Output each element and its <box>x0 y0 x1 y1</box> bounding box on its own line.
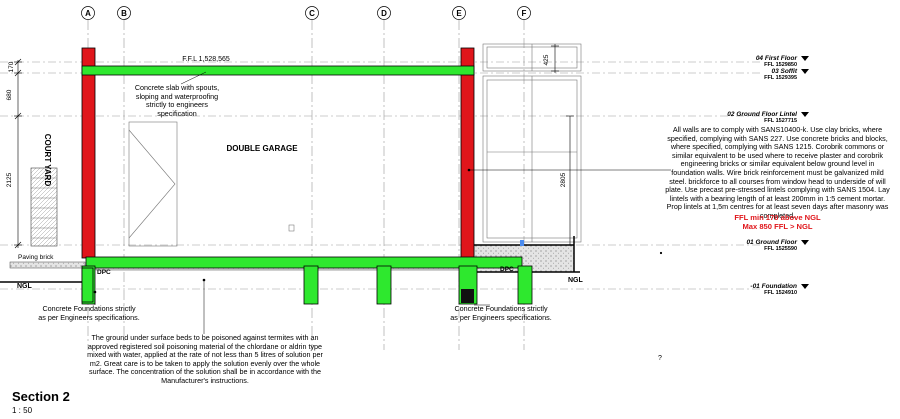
level-name-ground-floor: 01 Ground Floor <box>746 239 797 246</box>
left-dimensions <box>14 58 22 249</box>
section-title: Section 2 <box>12 389 70 404</box>
level-value-ground-floor: FFL 1525590 <box>764 246 797 252</box>
ffl-min-note: FFL min 170 above NGL <box>734 213 821 222</box>
ngl-left-label: NGL <box>17 283 33 290</box>
court-yard-stair: COURT YARD <box>30 134 58 247</box>
room-tag <box>288 224 295 232</box>
window-frames <box>482 43 582 243</box>
level-markers <box>801 56 809 289</box>
level-value-lintel: FFL 1527715 <box>764 118 797 124</box>
grid-label-c: C <box>309 9 315 18</box>
right-dimensions <box>551 44 574 246</box>
concrete-elements <box>81 65 533 305</box>
level-value-first-floor: FFL 1529850 <box>764 62 797 68</box>
grid-label-a: A <box>85 9 91 18</box>
scale-label: 1 : 50 <box>12 406 33 415</box>
slab-note: Concrete slab with spouts, sloping and w… <box>134 83 220 118</box>
court-yard-label: COURT YARD <box>43 134 52 187</box>
grid-label-b: B <box>121 9 127 18</box>
question-mark: ? <box>658 355 662 362</box>
dim-425: 425 <box>543 54 550 65</box>
dpc-right-label: DPC <box>500 266 514 273</box>
level-name-soffit: 03 Soffit <box>771 68 797 75</box>
dim-2805: 2805 <box>560 172 567 187</box>
room-label: DOUBLE GARAGE <box>226 144 298 153</box>
dim-170: 170 <box>8 61 15 72</box>
ffl-max-note: Max 850 FFL > NGL <box>742 222 813 231</box>
door-panel <box>128 121 178 247</box>
ffl-label: F.F.L 1,528,565 <box>182 56 230 63</box>
paving-label: Paving brick <box>18 254 54 261</box>
foundation-right-note: Concrete Foundations strictly as per Eng… <box>450 304 552 322</box>
poison-note: The ground under surface beds to be pois… <box>87 333 323 385</box>
level-value-foundation: FFL 1524910 <box>764 290 797 296</box>
foundation-block <box>461 289 474 303</box>
brick-walls <box>81 47 475 259</box>
foundation-left-note: Concrete Foundations strictly as per Eng… <box>38 304 140 322</box>
level-name-first-floor: 04 First Floor <box>756 55 798 62</box>
leader-dots <box>93 168 663 294</box>
dpc-left-label: DPC <box>97 269 111 276</box>
grid-bubbles: A B C D E F <box>81 6 531 20</box>
ngl-right-label: NGL <box>568 277 584 284</box>
grid-label-f: F <box>522 9 527 18</box>
leader-lines <box>94 71 671 334</box>
dim-680: 680 <box>6 89 13 100</box>
grid-label-d: D <box>381 9 387 18</box>
grid-label-e: E <box>456 9 462 18</box>
level-lines <box>0 61 770 290</box>
level-name-foundation: -01 Foundation <box>750 283 797 290</box>
dim-2125: 2125 <box>6 172 13 187</box>
walls-note: All walls are to comply with SANS10400-k… <box>665 125 890 220</box>
level-value-soffit: FFL 1529395 <box>764 75 797 81</box>
level-name-lintel: 02 Ground Floor Lintel <box>727 111 797 118</box>
